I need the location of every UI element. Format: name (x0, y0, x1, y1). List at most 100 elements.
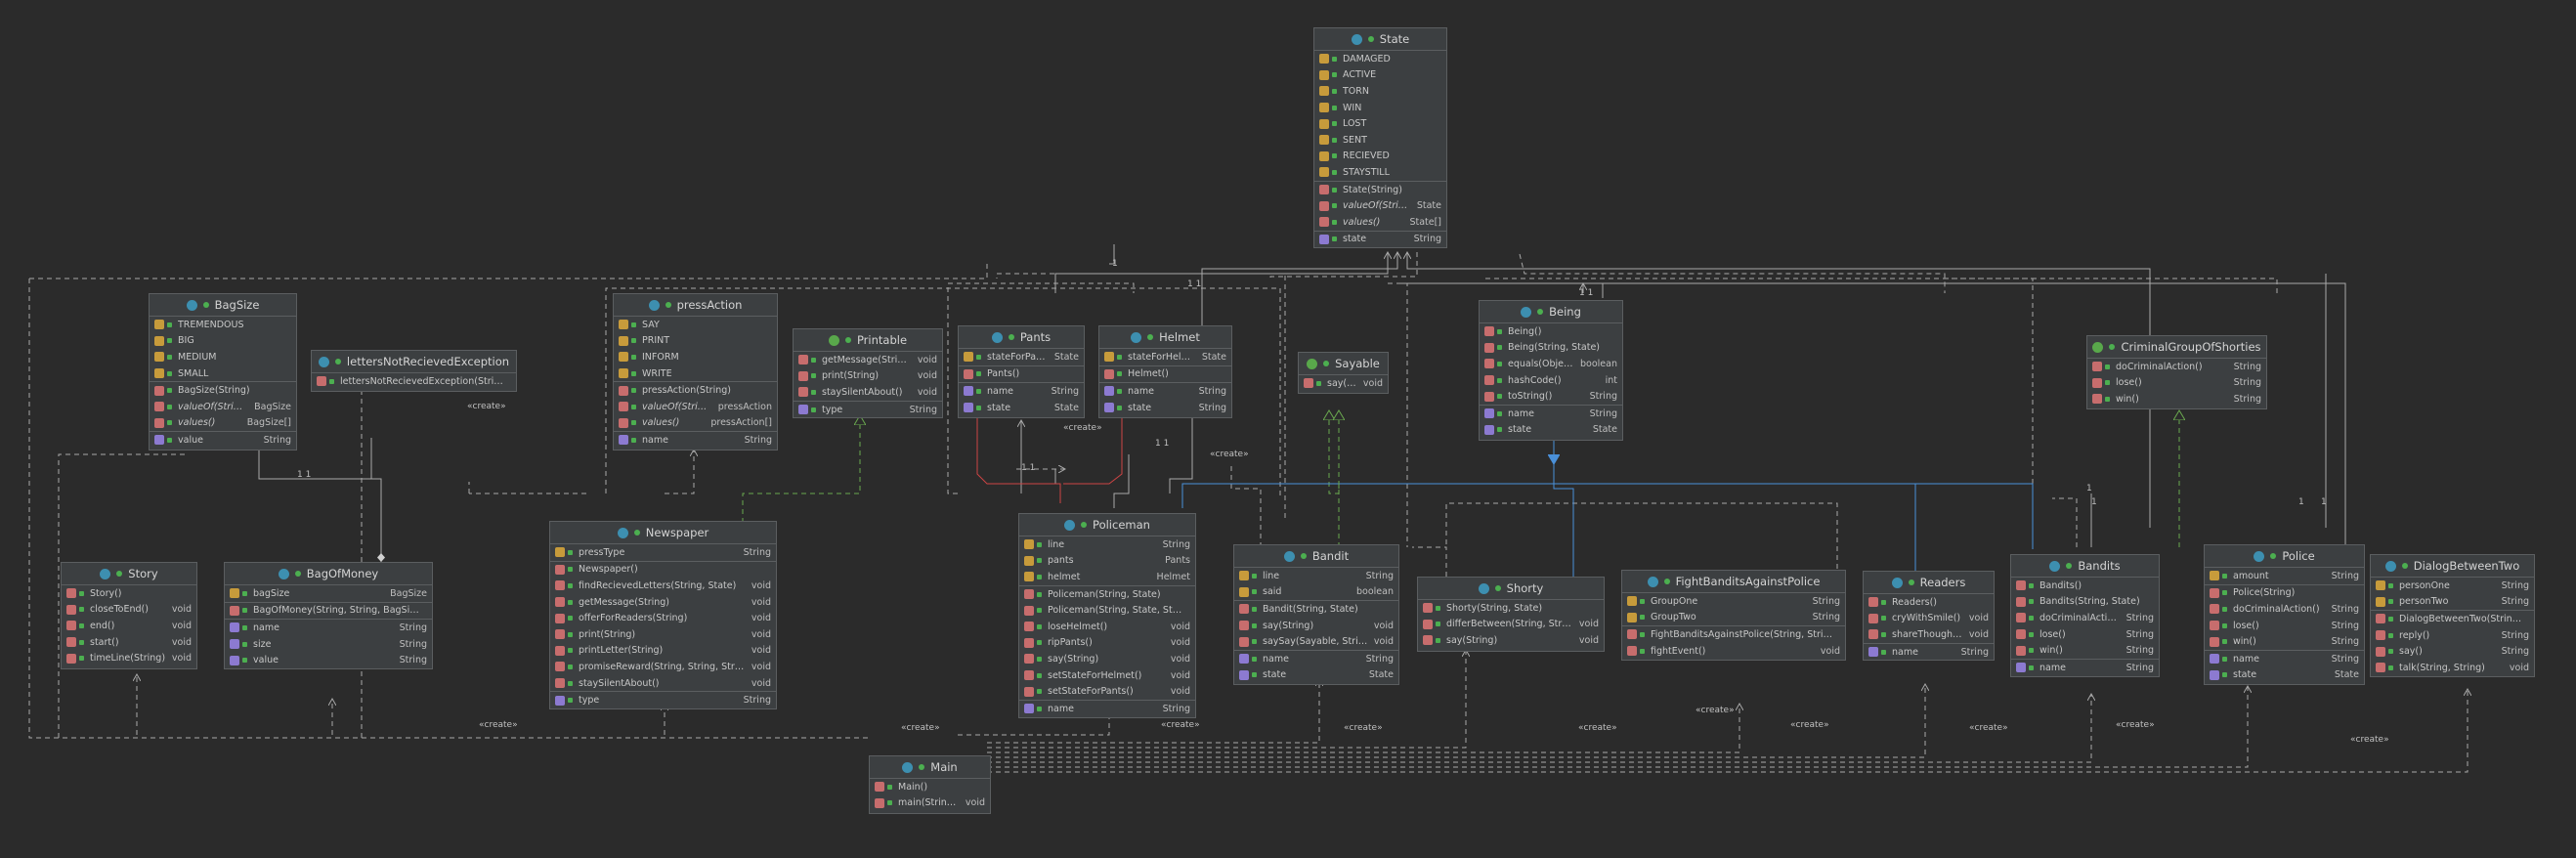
field-row[interactable]: WIN (1314, 100, 1446, 116)
class-header[interactable]: pressAction (614, 294, 777, 317)
method-row[interactable]: BagSize(String) (150, 382, 296, 399)
method-row[interactable]: differBetween(String, String)void (1418, 617, 1604, 633)
method-row[interactable]: main(String[])void (870, 795, 990, 812)
method-row[interactable]: BagOfMoney(String, String, BagSize) (225, 603, 432, 620)
method-row[interactable]: print(String)void (550, 626, 776, 643)
method-row[interactable]: FightBanditsAgainstPolice(String, String… (1622, 626, 1845, 643)
method-row[interactable]: Being(String, State) (1480, 340, 1622, 357)
method-row[interactable]: closeToEnd()void (62, 602, 196, 619)
class-header[interactable]: Bandit (1234, 545, 1398, 568)
field-row[interactable]: MEDIUM (150, 349, 296, 365)
method-row[interactable]: start()void (62, 634, 196, 651)
field-row[interactable]: INFORM (614, 349, 777, 365)
field-row[interactable]: SAY (614, 317, 777, 333)
method-row[interactable]: saySay(Sayable, String)void (1234, 633, 1398, 650)
method-row[interactable]: say(String)void (1234, 618, 1398, 634)
method-row[interactable]: Bandits(String, State) (2011, 594, 2159, 611)
field-row[interactable]: SMALL (150, 365, 296, 382)
field-row[interactable]: TREMENDOUS (150, 317, 296, 333)
method-row[interactable]: Shorty(String, State) (1418, 600, 1604, 617)
method-row[interactable]: loseHelmet()void (1019, 619, 1195, 635)
method-row[interactable]: timeLine(String)void (62, 650, 196, 666)
field-row[interactable]: WRITE (614, 365, 777, 382)
method-row[interactable]: promiseReward(String, String, String)voi… (550, 659, 776, 675)
class-header[interactable]: Story (62, 563, 196, 585)
method-row[interactable]: print(String)void (794, 368, 942, 385)
method-row[interactable]: doCriminalAction()String (2205, 601, 2364, 618)
field-row[interactable]: ACTIVE (1314, 67, 1446, 84)
class-header[interactable]: Policeman (1019, 514, 1195, 536)
class-header[interactable]: DialogBetweenTwo (2371, 555, 2534, 578)
method-row[interactable]: staySilentAbout()void (794, 384, 942, 401)
class-header[interactable]: Sayable (1299, 353, 1388, 375)
field-row[interactable]: DAMAGED (1314, 51, 1446, 67)
method-row[interactable]: win()String (2205, 633, 2364, 650)
method-row[interactable]: setStateForPants()void (1019, 683, 1195, 700)
method-row[interactable]: end()void (62, 618, 196, 634)
method-row[interactable]: win()String (2011, 642, 2159, 659)
class-header[interactable]: State (1314, 28, 1446, 51)
method-row[interactable]: Main() (870, 779, 990, 795)
method-row[interactable]: valueOf(String)State (1314, 197, 1446, 214)
method-row[interactable]: toString()String (1480, 388, 1622, 405)
class-header[interactable]: BagOfMoney (225, 563, 432, 585)
class-header[interactable]: Police (2205, 545, 2364, 568)
method-row[interactable]: say(String)void (1418, 632, 1604, 649)
method-row[interactable]: shareThoughts()void (1864, 626, 1994, 643)
class-header[interactable]: lettersNotRecievedException (312, 351, 516, 373)
method-row[interactable]: Helmet() (1099, 366, 1231, 383)
method-row[interactable]: say(String)void (1019, 651, 1195, 667)
method-row[interactable]: Newspaper() (550, 562, 776, 579)
method-row[interactable]: say()String (2371, 643, 2534, 660)
method-row[interactable]: lose()String (2087, 375, 2266, 392)
method-row[interactable]: DialogBetweenTwo(String, String) (2371, 611, 2534, 627)
method-row[interactable]: doCriminalAction()String (2087, 359, 2266, 375)
field-row[interactable]: LOST (1314, 115, 1446, 132)
method-row[interactable]: win()String (2087, 391, 2266, 408)
class-header[interactable]: Helmet (1099, 326, 1231, 349)
method-row[interactable]: talk(String, String)void (2371, 660, 2534, 676)
method-row[interactable]: Policeman(String, State) (1019, 586, 1195, 603)
class-header[interactable]: Printable (794, 329, 942, 352)
method-row[interactable]: offerForReaders(String)void (550, 610, 776, 626)
method-row[interactable]: getMessage(String)void (794, 352, 942, 368)
class-header[interactable]: Main (870, 756, 990, 779)
method-row[interactable]: values()State[] (1314, 214, 1446, 231)
method-row[interactable]: lettersNotRecievedException(String) (312, 373, 516, 390)
method-row[interactable]: Bandit(String, State) (1234, 601, 1398, 618)
method-row[interactable]: Pants() (959, 366, 1084, 383)
method-row[interactable]: Police(String) (2205, 585, 2364, 602)
class-header[interactable]: BagSize (150, 294, 296, 317)
method-row[interactable]: findRecievedLetters(String, State)void (550, 578, 776, 594)
